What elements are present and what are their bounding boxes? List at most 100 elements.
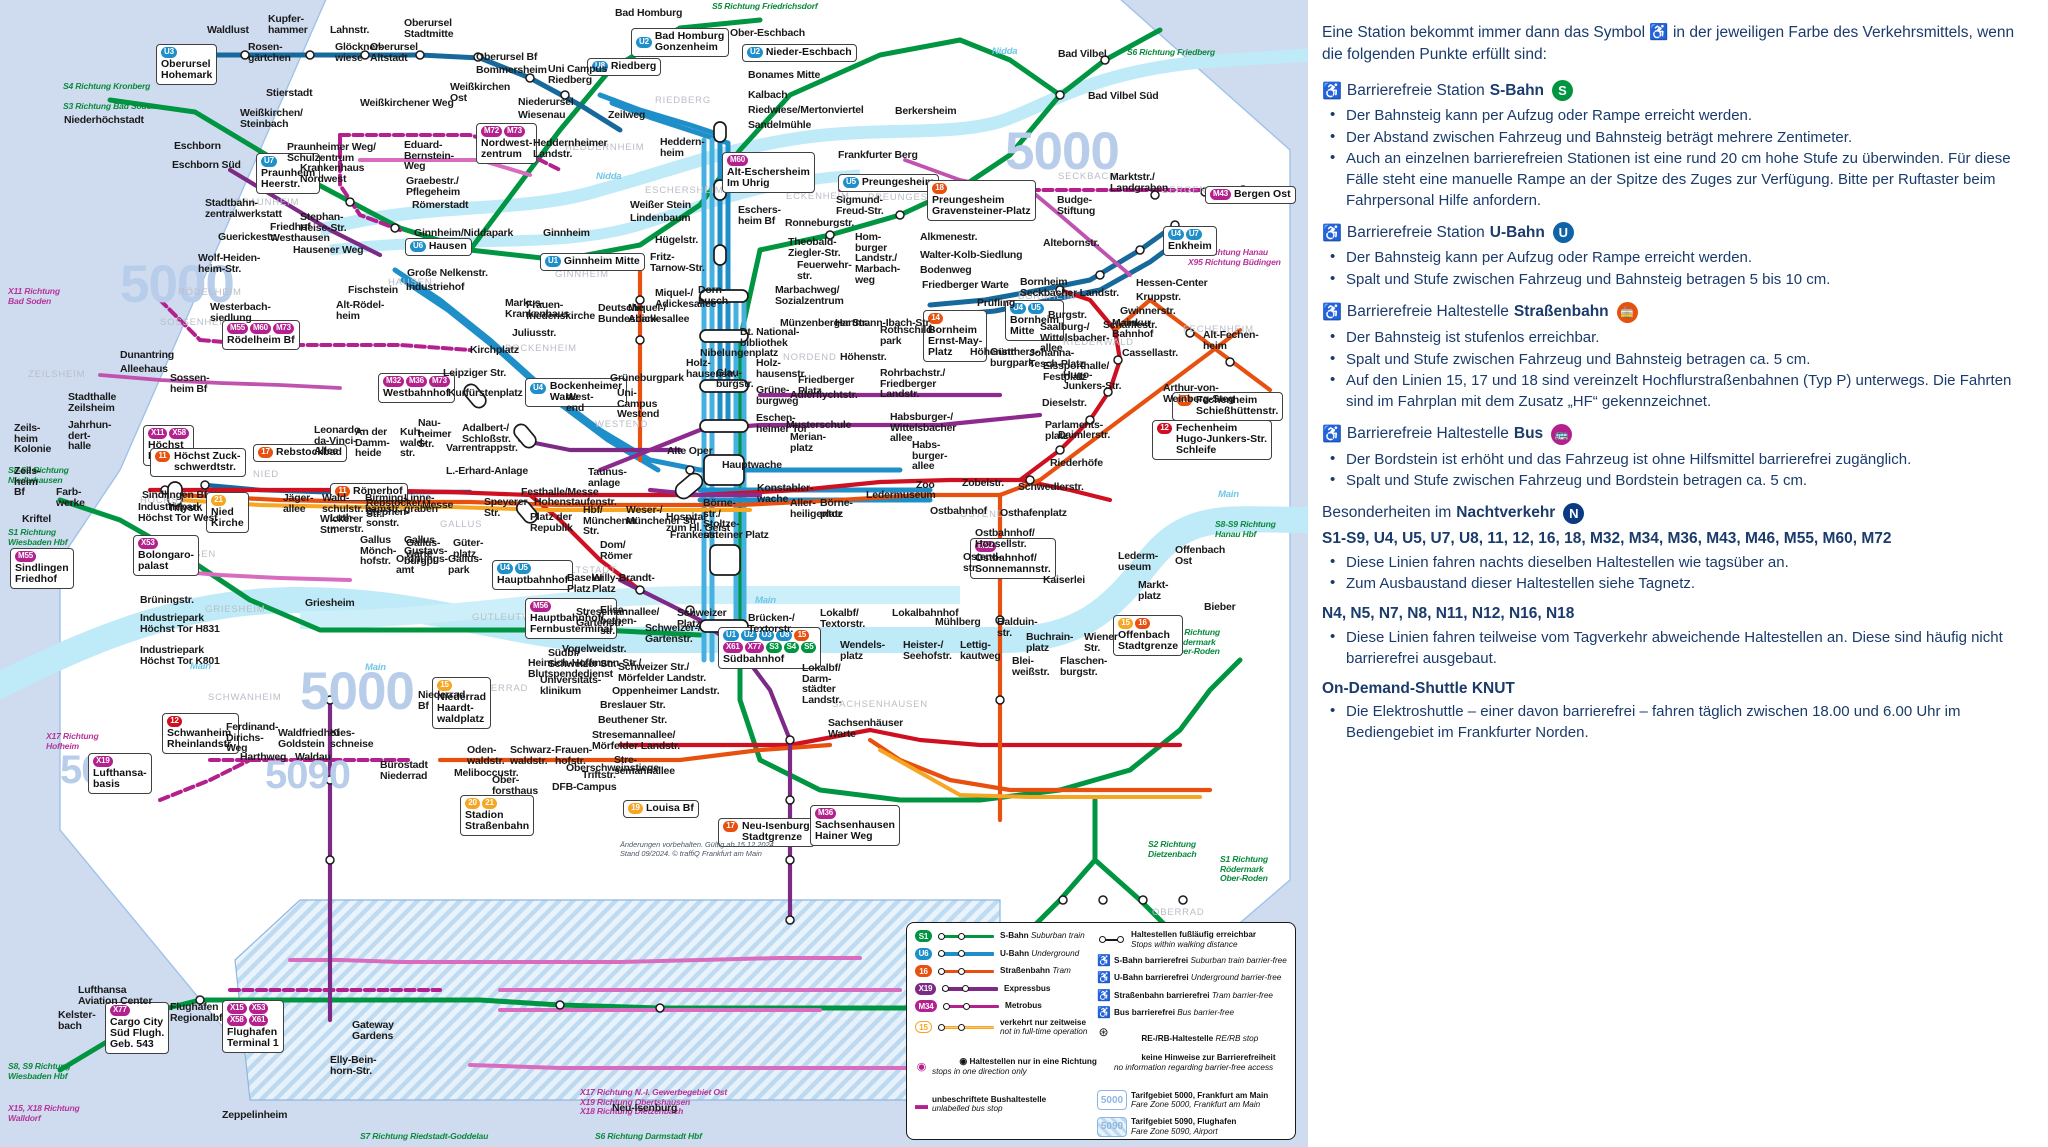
- boxed-station-lufthansabasis[interactable]: X19 Lufthansa- basis: [88, 753, 152, 795]
- boxed-station-stadion-strassenbahn[interactable]: 20 21 Stadion Straßenbahn: [460, 795, 535, 837]
- station-huegelstr: Hügelstr.: [655, 234, 699, 246]
- station-industriepark-tor-west: Industriepark Höchst Tor West: [138, 501, 218, 524]
- station-universitaetsklinikum: Universitäts- klinikum: [540, 674, 602, 697]
- boxed-station-riedberg[interactable]: U8 Riedberg: [587, 58, 662, 77]
- station-uni-campus-riedberg: Uni Campus Riedberg: [548, 63, 608, 86]
- station-schweizer-gartenstr: Schweizer-/ Gartenstr.: [645, 622, 701, 645]
- station-uni-campus-westend: Uni- Campus Westend: [617, 387, 660, 421]
- station-label: Nied Kirche: [211, 506, 244, 530]
- boxed-station-bergen-ost[interactable]: M43 Bergen Ost: [1205, 186, 1296, 205]
- station-stresemannallee-moerfelder: Stresemannallee/ Mörfelder Landstr.: [592, 729, 680, 752]
- station-label: Hausen: [428, 240, 467, 252]
- district-seckbach: SECKBACH: [1058, 171, 1117, 182]
- station-label: Neu-Isenburg Stadtgrenze: [742, 820, 810, 844]
- boxed-station-ostbahnhof-sonnemannstr[interactable]: M32 Ostbahnhof/ Sonnemannstr.: [970, 538, 1056, 580]
- walk-link-icon: [1097, 934, 1127, 945]
- station-label: Westbahnhof: [383, 387, 450, 399]
- night-lines-n-series: N4, N5, N7, N8, N11, N12, N16, N18: [1322, 605, 1575, 623]
- boxed-station-offenbach-stadtgrenze[interactable]: 15 16 Offenbach Stadtgrenze: [1113, 615, 1184, 657]
- boxed-station-preungesheim[interactable]: U5 Preungesheim: [838, 174, 940, 193]
- night-lines-daytime-equivalent: S1-S9, U4, U5, U7, U8, 11, 12, 16, 18, M…: [1322, 529, 1892, 547]
- station-label: Ostbahnhof/ Sonnemannstr.: [975, 552, 1051, 576]
- boxed-station-bockenheimer-warte[interactable]: U4 Bockenheimer Warte: [525, 378, 628, 408]
- boxed-station-nied-kirche[interactable]: 21 Nied Kirche: [206, 492, 249, 534]
- boxed-station-hausen[interactable]: U6 Hausen: [405, 238, 472, 257]
- boxed-station-fechenheim-schiesshuettenstr[interactable]: 11 Fechenheim Schießhüttenstr.: [1172, 392, 1284, 422]
- boxed-station-enkheim[interactable]: U4 U7 Enkheim: [1163, 226, 1217, 257]
- station-bonames-mitte: Bonames Mitte: [748, 69, 821, 81]
- station-breslauer-str: Breslauer Str.: [600, 699, 666, 711]
- station-zeilsheim-kolonie: Zeils- heim Kolonie: [14, 422, 52, 456]
- boxed-station-louisa-bf[interactable]: 19 Louisa Bf: [623, 800, 699, 819]
- section-mode: Straßenbahn: [1513, 303, 1609, 321]
- station-berkersheim: Berkersheim: [895, 105, 957, 117]
- boxed-station-bad-homburg-gonzenheim[interactable]: U2 Bad Homburg Gonzenheim: [631, 28, 730, 58]
- boxed-station-westbahnhof[interactable]: M32 M36 M73 Westbahnhof: [378, 373, 455, 404]
- river-label-main-3: Main: [755, 595, 776, 606]
- boxed-station-roemerhof[interactable]: 11 Römerhof: [330, 483, 408, 502]
- boxed-station-bornheim-mitte[interactable]: U4 U5 Bornheim Mitte: [1005, 300, 1065, 342]
- map-credit: Änderungen vorbehalten. Gültig ab 15.12.…: [620, 840, 776, 859]
- badge-x61: X61: [723, 642, 743, 653]
- station-miquel-adickesallee-2: Miquel-/ Adickesallee: [628, 302, 690, 325]
- night-bullets-2: Diese Linien fahren teilweise vom Tagver…: [1328, 627, 2018, 669]
- boxed-station-flughafen-terminal-1[interactable]: X15 X53 X58 X61 Flughafen Terminal 1: [222, 1000, 284, 1054]
- boxed-station-hauptbahnhof-fernbusterminal[interactable]: M56 Hauptbahnhof/ Fernbusterminal: [525, 598, 618, 640]
- boxed-station-bolongaropalast[interactable]: X53 Bolongaro- palast: [133, 535, 199, 577]
- boxed-station-niederrad-haardtwaldplatz[interactable]: 15 Niederrad Haardt- waldplatz: [432, 677, 492, 730]
- boxed-station-sindlingen-friedhof[interactable]: M55 Sindlingen Friedhof: [10, 548, 74, 590]
- station-weisser-stein: Weißer Stein: [630, 199, 692, 211]
- sbahn-badge-icon: S: [1552, 80, 1574, 101]
- badge-m32: M32: [975, 541, 996, 552]
- boxed-station-sachsenhausen-hainer-weg[interactable]: M36 Sachsenhausen Hainer Weg: [810, 805, 900, 847]
- tram-badge-icon: 🚋: [1616, 301, 1638, 323]
- station-heddernheim: Heddern- heim: [660, 136, 705, 159]
- boxed-station-hoechst-zuckschwerdtstr[interactable]: 11 Höchst Zuck- schwerdtstr.: [150, 448, 246, 478]
- station-ferdinand-dirichs-weg: Ferdinand- Dirichs- Weg: [226, 721, 279, 755]
- station-dieselstr: Dieselstr.: [1042, 397, 1087, 409]
- section-ubahn: ♿ Barrierefreie Station U-Bahn U Der Bah…: [1322, 222, 2018, 290]
- ubahn-u6-u7: [392, 267, 903, 473]
- wheelchair-icon: ♿: [1322, 82, 1342, 100]
- boxed-station-cargo-city-sued[interactable]: X77 Cargo City Süd Flugh. Geb. 543: [105, 1002, 170, 1055]
- boxed-station-schwanheim-rheinlandstr[interactable]: 12 Schwanheim Rheinlandstr.: [162, 713, 239, 755]
- boxed-station-suedbahnhof[interactable]: U1 U2 U3 U8 15 X61 X77 S3 S4 S5 Südbahnh…: [718, 627, 822, 670]
- map-panel[interactable]: 5000 5000 5000 5090 5090 ZEILSHEIM SOSSE…: [0, 0, 1308, 1147]
- badge-m73: M73: [503, 126, 525, 137]
- boxed-station-roedelheim-bf[interactable]: M55 M60 M73 Rödelheim Bf: [222, 320, 300, 351]
- station-praunheimer-weg: Praunheimer Weg/ Schulzentrum: [287, 141, 376, 164]
- badge-row: U3: [161, 47, 212, 58]
- station-stresemannallee-gartenstr: Stresemannallee/ Gartenstr.: [576, 606, 660, 629]
- badge-m60: M60: [727, 155, 748, 166]
- boxed-station-alt-eschersheim[interactable]: M60 Alt-Eschersheim Im Uhrig: [722, 152, 815, 194]
- station-niederhoechstadt: Niederhöchstadt: [64, 114, 144, 126]
- legend-label: Bus barrierefrei Bus barrier-free: [1114, 1008, 1234, 1017]
- station-kupferhammer: Kupfer- hammer: [268, 13, 308, 36]
- section-sbahn: ♿ Barrierefreie Station S-Bahn S Der Bah…: [1322, 80, 2018, 211]
- section-heading: ♿ Barrierefreie Haltestelle Bus 🚌: [1322, 423, 2018, 445]
- boxed-station-hauptbahnhof[interactable]: U4 U5 Hauptbahnhof: [492, 560, 574, 591]
- boxed-station-nordwestzentrum[interactable]: M72 M73 Nordwest- zentrum: [476, 123, 538, 165]
- boxed-station-oberursel-hohemark[interactable]: U3 Oberursel Hohemark: [156, 44, 218, 86]
- boxed-station-preungesheim-gravensteiner[interactable]: 18 Preungesheim Gravensteiner-Platz: [927, 180, 1036, 222]
- boxed-station-ginnheim-mitte[interactable]: U1 Ginnheim Mitte: [540, 253, 645, 272]
- boxed-station-nieder-eschbach[interactable]: U2 Nieder-Eschbach: [742, 44, 857, 63]
- boxed-station-praunheim-heerstr[interactable]: U7 Praunheim Heerstr.: [256, 153, 321, 195]
- station-rebstoecker-str: Rebstöcker Str.: [366, 497, 422, 520]
- station-osthafenplatz: Osthafenplatz: [1000, 507, 1067, 519]
- station-bleiweissstr: Blei- weißstr.: [1012, 655, 1050, 678]
- station-nibelungenplatz: Nibelungenplatz: [700, 347, 779, 359]
- boxed-station-neu-isenburg-stadtgrenze[interactable]: 17 Neu-Isenburg Stadtgrenze: [718, 818, 815, 848]
- district-ginnheim: GINNHEIM: [555, 269, 609, 280]
- boxed-station-bornheim-ernst-may-platz[interactable]: 14 Bornheim Ernst-May- Platz: [923, 310, 988, 363]
- tram-red-lines: [147, 287, 1183, 748]
- boxed-station-fechenheim-hugo-junkers-schleife[interactable]: 12 Fechenheim Hugo-Junkers-Str. Schleife: [1152, 420, 1273, 461]
- station-waldlust: Waldlust: [207, 24, 249, 36]
- badge-x77: X77: [110, 1005, 130, 1016]
- station-mainkur-bahnhof: Mainkur Bahnhof: [1112, 317, 1154, 340]
- wheelchair-icon-sbahn: ♿: [1097, 954, 1111, 967]
- station-label: Nordwest- zentrum: [481, 137, 533, 161]
- boxed-station-rebstockbad[interactable]: 17 Rebstockbad: [253, 444, 347, 463]
